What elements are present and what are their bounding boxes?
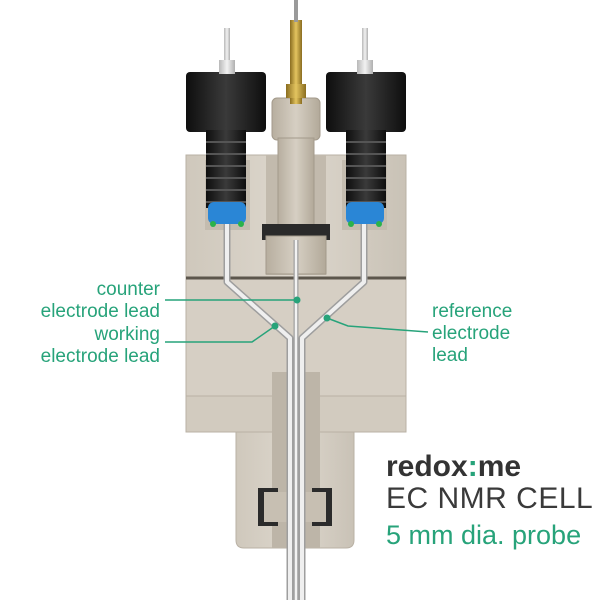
callout-counter-line2: electrode lead [40, 301, 160, 322]
point-counter [293, 296, 301, 304]
brand-separator: : [467, 450, 478, 483]
callout-reference-line2: electrode [432, 323, 511, 344]
right-oring-dot-b [376, 221, 382, 227]
right-oring [346, 202, 384, 224]
right-pin-base [357, 60, 373, 74]
right-pin [362, 28, 368, 74]
callout-reference-line1: reference [432, 301, 513, 322]
callout-working-line2: electrode lead [40, 346, 160, 367]
brand-prefix: redox [386, 450, 468, 483]
left-oring-dot-b [238, 221, 244, 227]
right-oring-dot-a [348, 221, 354, 227]
leader-reference [326, 317, 429, 333]
gold-pin-nut [286, 84, 306, 98]
callout-working-electrode: working electrode lead [10, 324, 160, 368]
callout-counter-electrode: counter electrode lead [10, 279, 160, 323]
left-thread-rings [206, 141, 246, 203]
left-knob [186, 72, 266, 132]
leader-working [165, 325, 276, 343]
brand-logo: redox:me [386, 450, 521, 484]
center-plug-top [271, 97, 321, 141]
product-subtitle: 5 mm dia. probe [386, 520, 582, 550]
left-oring-dot-a [210, 221, 216, 227]
left-pin [224, 28, 230, 74]
electrode-leads [223, 224, 368, 600]
callout-working-line1: working [94, 324, 160, 345]
point-working [271, 322, 279, 330]
center-plug-body [277, 137, 315, 231]
callout-reference-line3: lead [432, 345, 468, 366]
callout-counter-line1: counter [96, 279, 160, 300]
right-knob [326, 72, 406, 132]
left-pin-base [219, 60, 235, 74]
left-oring [208, 202, 246, 224]
callout-reference-electrode: reference electrode lead [432, 301, 572, 367]
callout-leaders [165, 299, 429, 343]
gold-pin [290, 20, 302, 104]
brand-suffix: me [477, 450, 522, 483]
point-reference [323, 314, 331, 322]
top-wire [294, 0, 298, 22]
product-title: EC NMR CELL [386, 482, 594, 515]
